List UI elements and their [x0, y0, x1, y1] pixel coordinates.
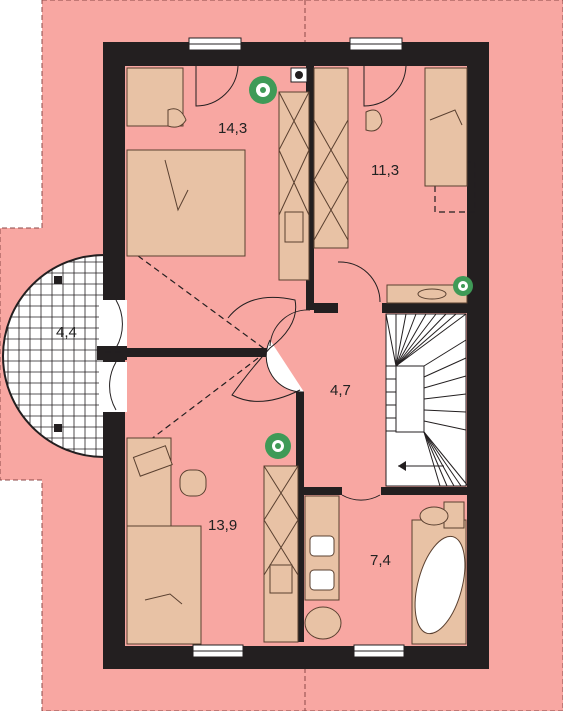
- plants: [249, 76, 473, 459]
- furniture-bedroom-northeast: [313, 67, 468, 304]
- stair-step: [423, 431, 441, 487]
- chimney-icon: [290, 67, 308, 83]
- washbasin-icon: [417, 288, 447, 300]
- chair: [365, 109, 383, 132]
- stair-step: [385, 313, 397, 367]
- hall-arc: [227, 296, 301, 402]
- chair: [269, 564, 293, 594]
- stair-step: [423, 431, 448, 487]
- washbasin-icon: [309, 535, 335, 557]
- stair-step: [423, 431, 462, 487]
- column-marker: [54, 424, 62, 432]
- stair-step: [423, 375, 467, 389]
- room-area-label: 14,3: [218, 120, 247, 137]
- furniture-bathroom: [304, 495, 467, 645]
- room-area-label: 4,7: [330, 382, 351, 399]
- room-labels: 14,3 11,3 4,4 4,7 13,9 7,4: [56, 120, 399, 569]
- stair-step: [395, 313, 437, 367]
- plant-icon: [265, 433, 291, 459]
- chair: [179, 469, 207, 497]
- column-marker: [54, 276, 62, 284]
- stair-step: [423, 409, 467, 413]
- bed-icon: [126, 149, 246, 257]
- furniture-bedroom-southwest: [126, 437, 299, 645]
- stair-step: [395, 313, 407, 367]
- chair: [167, 108, 187, 128]
- wardrobe: [263, 465, 299, 643]
- stair-icon: [385, 313, 469, 487]
- toilet-icon: [419, 506, 449, 526]
- stair-step: [423, 339, 467, 367]
- stair-step: [423, 357, 467, 378]
- furniture-bedroom-northwest: [126, 67, 310, 281]
- balcony: [2, 253, 105, 459]
- laptop: [132, 445, 173, 477]
- room-area-label: 11,3: [371, 162, 399, 179]
- stair-step: [423, 431, 469, 487]
- washbasin-icon: [309, 569, 335, 591]
- stair-step: [395, 313, 467, 367]
- toilet-icon: [304, 606, 342, 640]
- stair-step: [395, 313, 417, 367]
- wardrobe: [278, 91, 310, 281]
- stair-step: [423, 420, 467, 431]
- plant-icon: [453, 276, 473, 296]
- wardrobe: [313, 67, 349, 249]
- room-area-label: 7,4: [370, 552, 391, 569]
- windows: [97, 37, 405, 658]
- stair-step: [395, 313, 447, 367]
- chair: [284, 211, 304, 243]
- stair-step: [423, 393, 467, 400]
- room-area-label: 4,4: [56, 324, 77, 341]
- stair-step: [395, 313, 427, 367]
- bed-icon: [424, 67, 468, 187]
- bed-icon: [126, 525, 202, 645]
- plant-icon: [249, 76, 277, 104]
- doors: [109, 65, 407, 501]
- stair-step: [423, 431, 455, 487]
- stair-step: [395, 313, 457, 367]
- room-area-label: 13,9: [208, 517, 237, 534]
